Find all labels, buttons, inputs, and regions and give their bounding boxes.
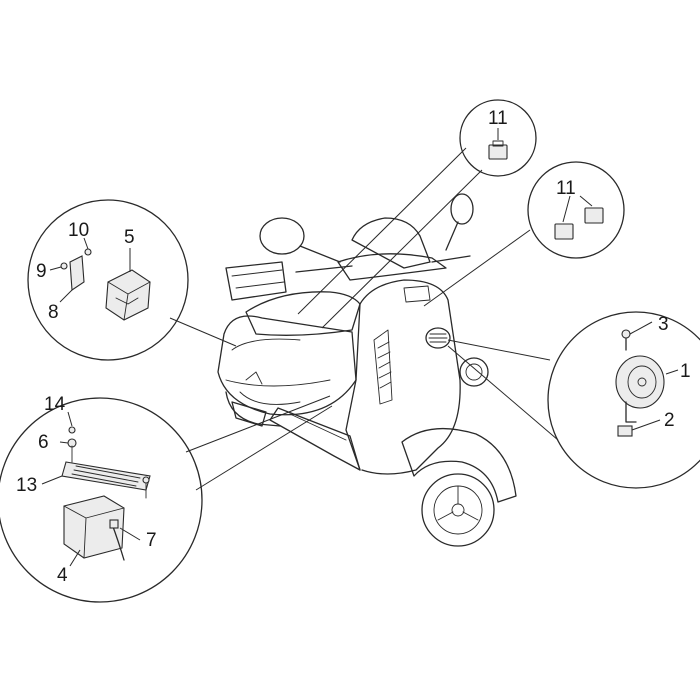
detail-circle-bracket — [27, 199, 189, 361]
callout-1: 1 — [680, 361, 691, 382]
callout-3: 3 — [658, 314, 669, 335]
screw-part-top — [84, 248, 92, 256]
detail-circle-horn — [547, 311, 700, 489]
detail-circle-relays-pair — [527, 161, 625, 259]
callout-13: 13 — [16, 475, 37, 496]
detail-circle-relay-top — [459, 99, 537, 177]
callout-11-pair: 11 — [556, 178, 576, 199]
screw-part-small — [60, 262, 68, 270]
horn-bracket-part — [617, 425, 633, 437]
bracket-part — [69, 255, 85, 291]
callout-4: 4 — [57, 565, 68, 586]
callout-11-top: 11 — [488, 108, 508, 129]
callout-14: 14 — [44, 394, 66, 415]
callout-6: 6 — [38, 432, 49, 453]
callout-9: 9 — [36, 261, 47, 282]
detail-circle-battery — [0, 397, 203, 603]
bolt-part-right — [142, 476, 150, 484]
callout-5: 5 — [124, 227, 135, 248]
callout-7: 7 — [146, 530, 157, 551]
leader-lines — [169, 147, 559, 491]
horn-part — [615, 355, 665, 409]
bolt-part — [68, 426, 76, 434]
callout-8: 8 — [48, 302, 59, 323]
relay-part-left — [554, 223, 574, 240]
callout-labels: 1 2 3 4 5 6 7 8 9 10 11 11 13 14 — [16, 108, 691, 586]
relay-part — [488, 144, 508, 160]
terminal-part — [109, 519, 119, 529]
relay-part-right — [584, 207, 604, 224]
scooter-illustration — [217, 193, 517, 547]
callout-10: 10 — [68, 220, 89, 241]
screw-part — [621, 329, 631, 339]
callout-2: 2 — [664, 410, 675, 431]
